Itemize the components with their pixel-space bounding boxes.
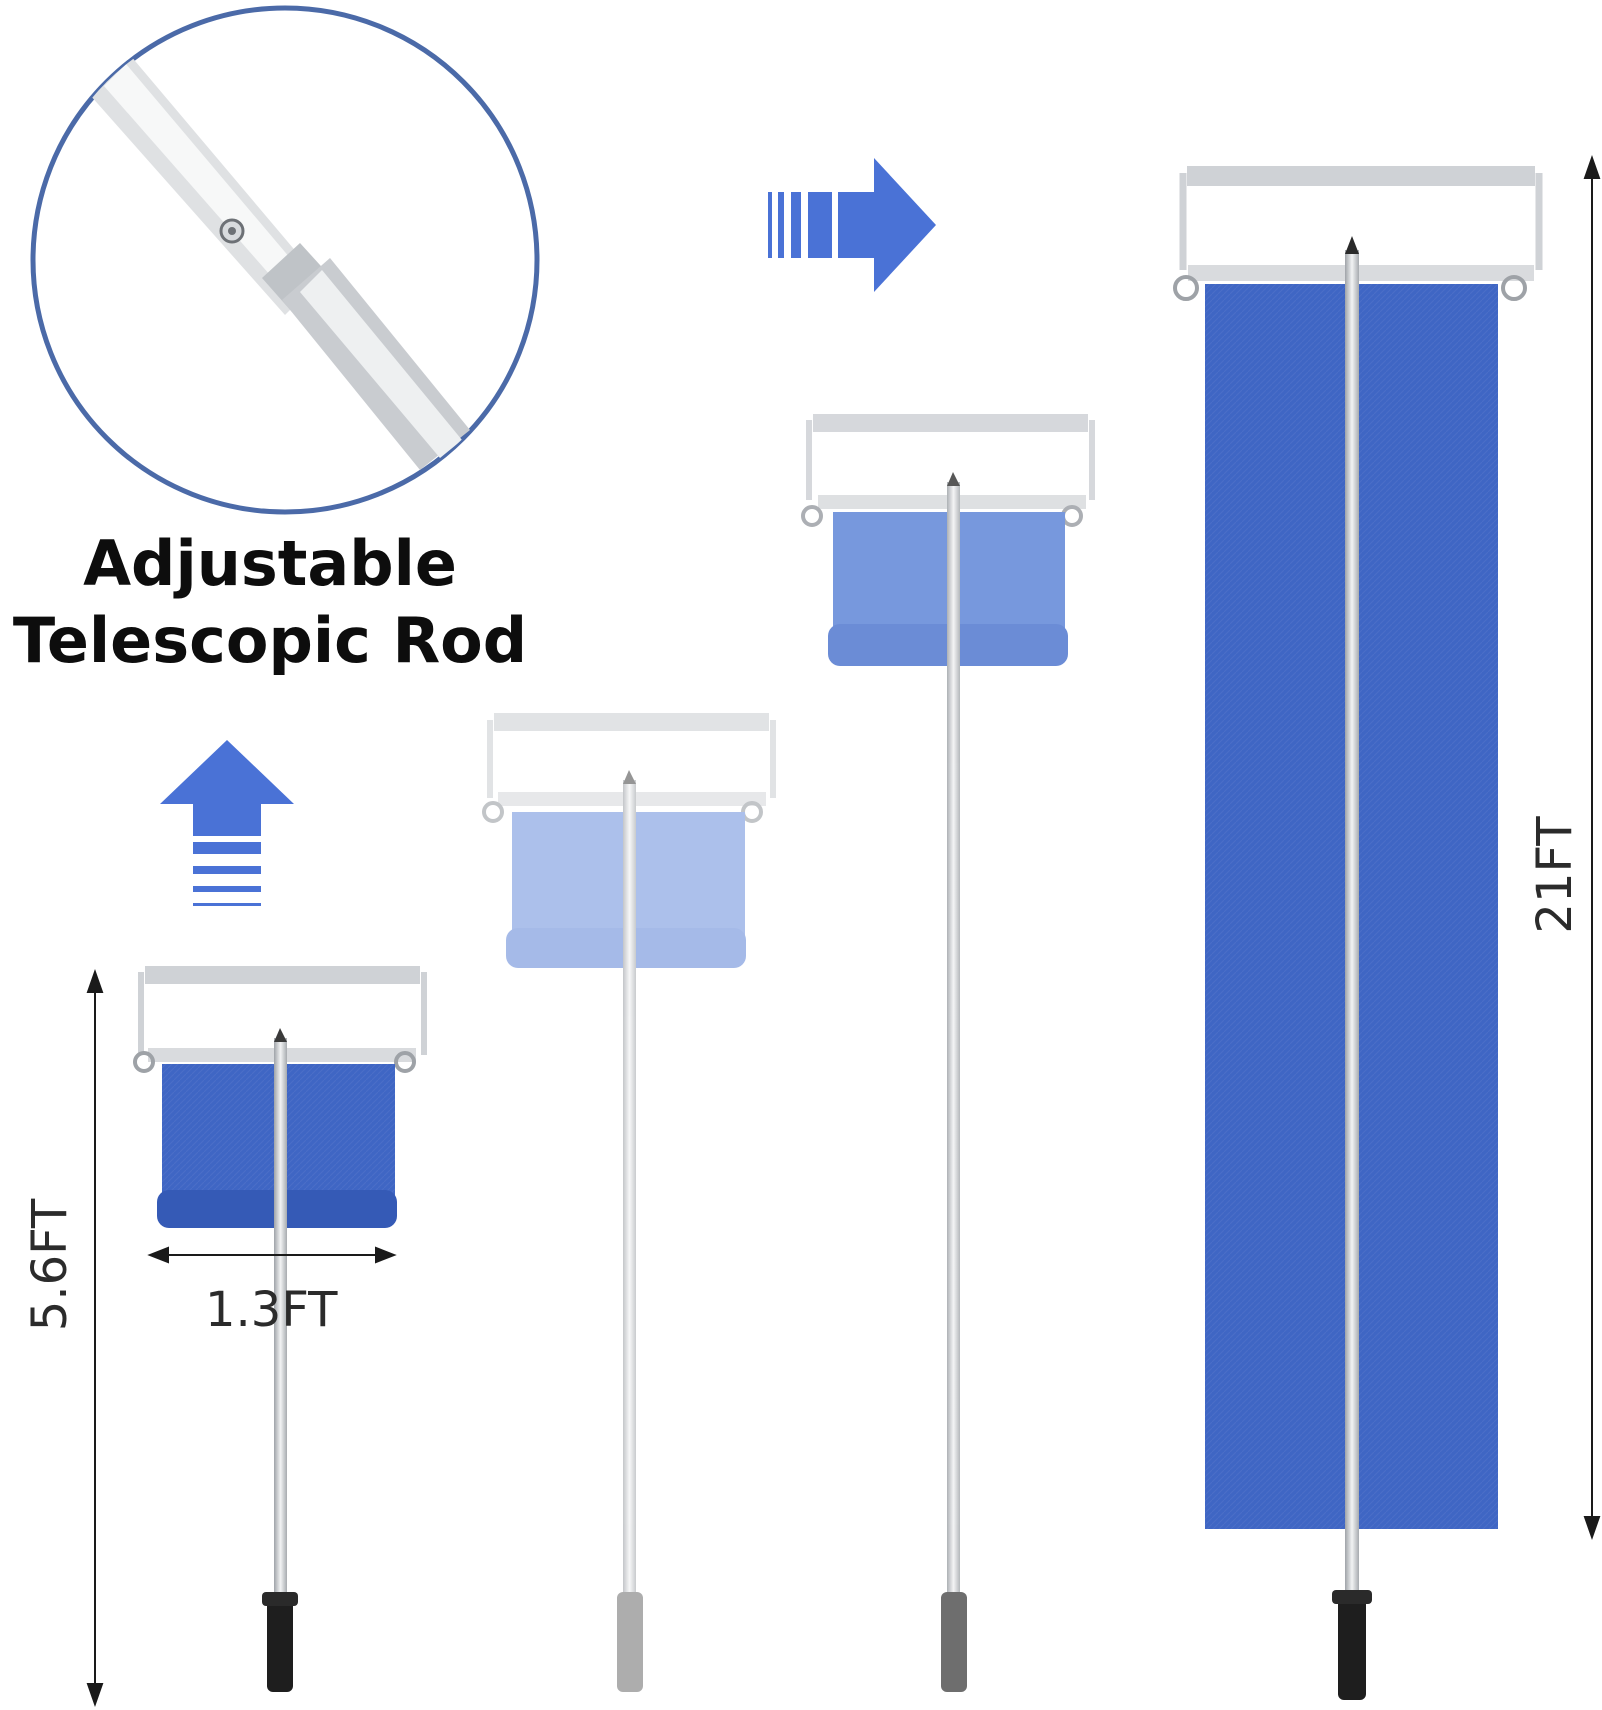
zoom-circle-icon xyxy=(30,5,540,515)
min-length-label: 5.6FT xyxy=(22,1198,78,1332)
width-dimension-line xyxy=(147,1246,397,1264)
headline-line-1: Adjustable xyxy=(83,527,457,600)
min-length-dimension-line xyxy=(86,968,104,1708)
max-length-label: 21FT xyxy=(1527,816,1583,934)
roof-rake-compact xyxy=(133,966,427,1692)
dashed-arrow-up-icon xyxy=(160,740,294,906)
width-label: 1.3FT xyxy=(205,1282,338,1338)
roof-rake-long xyxy=(801,414,1095,1692)
roof-rake-extended xyxy=(1173,166,1543,1700)
dashed-arrow-right-icon xyxy=(768,158,936,292)
headline-line-2: Telescopic Rod xyxy=(12,604,528,677)
roof-rake-medium xyxy=(482,713,776,1692)
max-length-dimension-line xyxy=(1583,154,1601,1541)
